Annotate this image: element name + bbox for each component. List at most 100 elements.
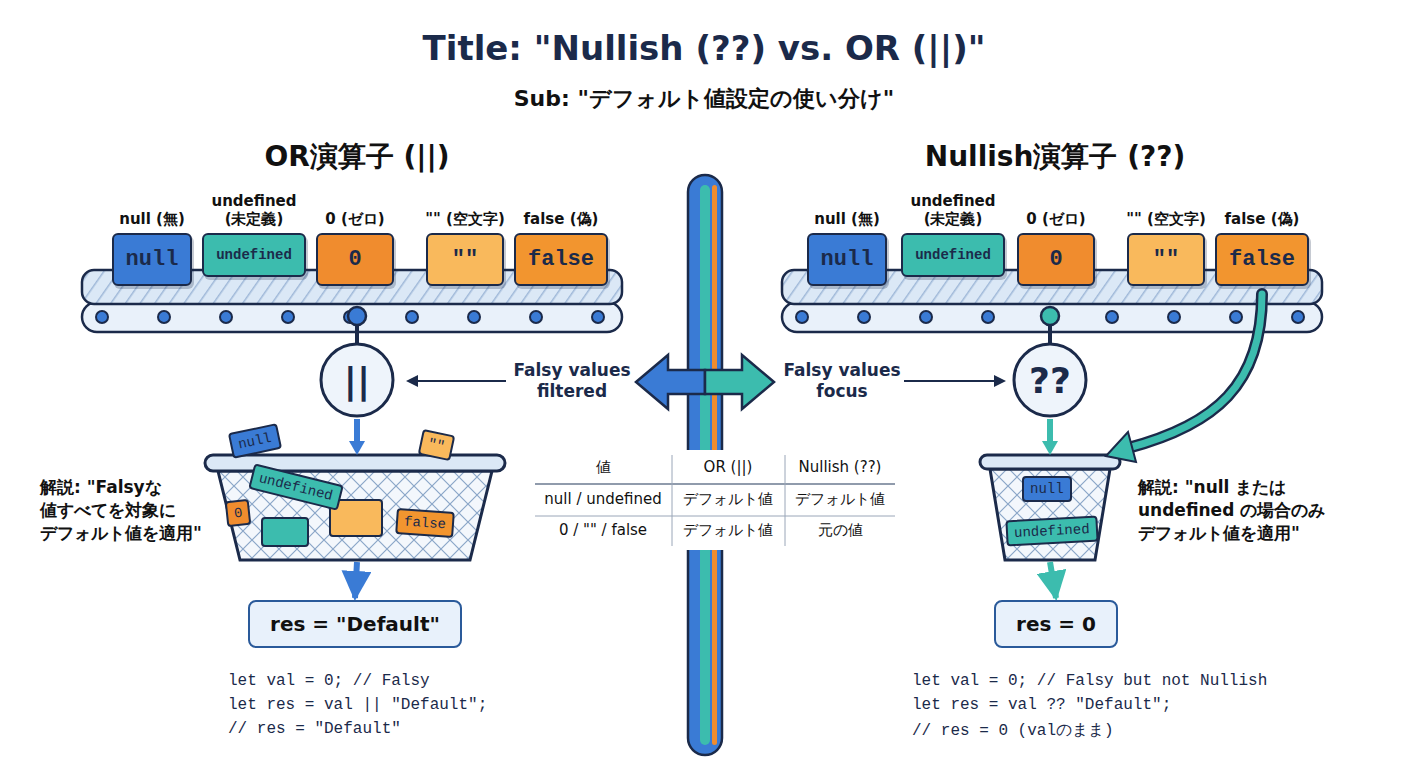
belt-roller [1292,311,1304,323]
value-text: false [528,247,594,272]
value-tile: false [514,233,608,286]
double-arrow [636,355,705,409]
table-cell: OR (||) [673,458,783,476]
value-box: null (無) null [807,210,888,286]
pass-arrow [1128,294,1262,448]
code-line: let val = 0; // Falsy but not Nullish [912,672,1267,690]
value-tile: "" [1127,233,1205,286]
value-caption: "" (空文字) [425,210,505,228]
result-text: res = "Default" [270,612,440,636]
belt-hook [348,307,366,325]
value-box: undefined (未定義) undefined [893,192,1013,277]
value-caption: null (無) [814,210,880,228]
value-text: null [126,247,179,272]
table-cell: null / undefined [536,490,670,508]
table-cell: デフォルト値 [786,490,894,509]
basket-tile: undefined [1005,516,1098,547]
code-line: // res = "Default" [228,720,401,738]
flow-connector [1050,419,1056,598]
basket [1042,441,1058,455]
value-tile: 0 [1017,233,1095,286]
pass-arrow [1106,294,1262,462]
operator-circle: || [318,341,396,419]
value-tile: "" [426,233,504,286]
value-box: false (偽) false [514,210,608,286]
value-box: "" (空文字) "" [1126,210,1206,286]
leader-arrow [904,380,996,382]
basket [349,441,365,455]
belt-roller [982,311,994,323]
table-cell: 値 [538,458,668,477]
table-cell: デフォルト値 [673,521,783,540]
belt-roller [1168,311,1180,323]
value-text: false [1229,247,1295,272]
subtitle: Sub: "デフォルト値設定の使い分け" [254,84,1154,114]
comparison-table [672,455,673,546]
basket-tile: null [228,423,282,459]
value-caption: "" (空文字) [1126,210,1206,228]
value-caption: undefined (未定義) [893,192,1013,228]
belt-roller [158,311,170,323]
basket-tile: 0 [225,499,252,527]
basket-tile: null [1022,476,1072,502]
conveyor-belt [82,302,622,332]
basket [990,469,1110,560]
double-arrow [636,355,774,409]
arrow-note: Falsy values filtered [511,360,633,403]
value-tile: null [807,233,888,286]
belt-roller [1106,311,1118,323]
value-caption: 0 (ゼロ) [325,210,384,228]
explanation-note: 解説: "null または undefined の場合のみ デフォルト値を適用" [1138,476,1353,545]
code-line: let val = 0; // Falsy [228,672,430,690]
flow-connector [355,419,357,598]
explanation-note: 解説: "Falsyな 値すべてを対象に デフォルト値を適用" [40,476,208,545]
value-box: null (無) null [112,210,193,286]
value-tile: undefined [202,233,306,277]
basket [262,518,308,546]
value-caption: false (偽) [524,210,599,228]
leader-arrow [994,375,1006,387]
operator-outline [321,344,393,416]
arrow-note: Falsy values focus [783,360,901,403]
result-text: res = 0 [1016,612,1096,636]
value-text: 0 [348,247,361,272]
value-tile: null [112,233,193,286]
belt-roller [796,311,808,323]
comparison-table [535,516,895,517]
leader-arrow [406,375,418,387]
belt-roller [468,311,480,323]
result-box: res = "Default" [248,600,462,648]
value-tile: false [1215,233,1309,286]
pass-arrow [1106,432,1136,462]
belt-roller [220,311,232,323]
table-cell: 元の値 [786,521,894,540]
table-cell: Nullish (??) [786,458,894,476]
double-arrow [705,355,774,409]
belt-hook [1041,307,1059,325]
value-text: undefined [216,247,292,263]
basket-tile: "" [418,429,456,461]
value-text: undefined [915,247,991,263]
operator-symbol: ?? [1029,360,1071,401]
operator-outline [1014,344,1086,416]
code-line: // res = 0 (valのまま) [912,720,1114,741]
basket-tile: false [395,508,455,538]
belt-roller [96,311,108,323]
belt-roller [282,311,294,323]
value-tile: undefined [901,233,1005,277]
value-caption: null (無) [119,210,185,228]
value-text: 0 [1049,247,1062,272]
belt-roller [530,311,542,323]
code-line: let res = val || "Default"; [228,696,487,714]
value-box: 0 (ゼロ) 0 [316,210,394,286]
value-text: "" [452,247,478,272]
pass-arrow [1128,294,1262,448]
belt-roller [592,311,604,323]
value-text: "" [1153,247,1179,272]
leader-arrow [416,380,506,382]
belt-roller [1230,311,1242,323]
